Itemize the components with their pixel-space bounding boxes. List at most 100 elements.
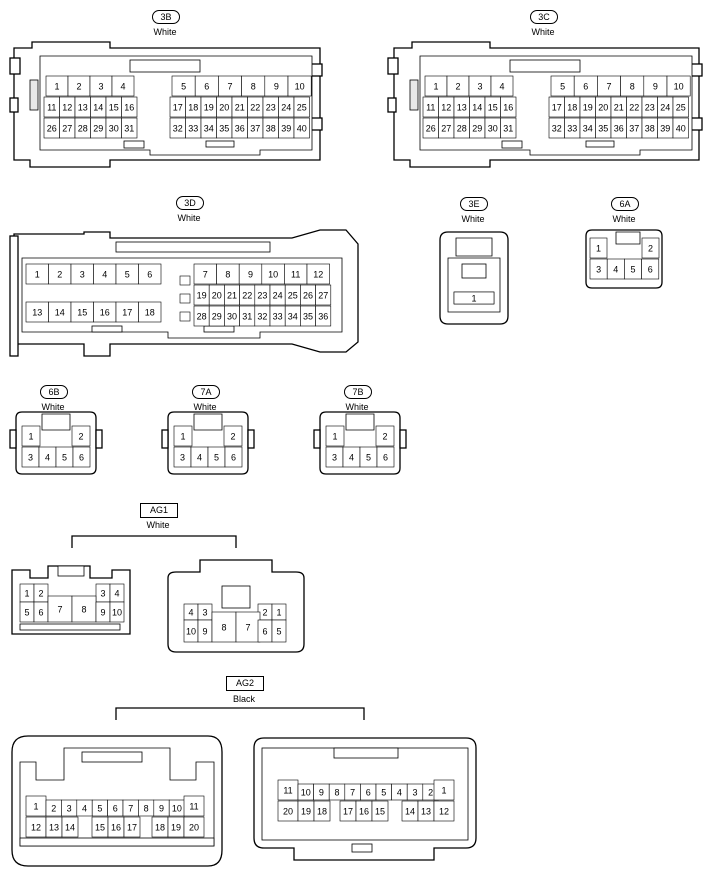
pin-cell: [235, 611, 261, 643]
pin-cell: [61, 816, 79, 838]
ag2-right-pin-4: 4: [397, 788, 402, 798]
3c-pin-29: 29: [472, 124, 482, 134]
lock-tab: [193, 413, 223, 431]
ag2-right-pin-20: 20: [283, 807, 293, 817]
3c-pin-32: 32: [552, 124, 562, 134]
ag2-left-pin-2: 2: [51, 804, 56, 814]
connector-6a-color: White: [612, 214, 636, 224]
6b-pin-6: 6: [79, 453, 84, 463]
3d-pin-14: 14: [55, 308, 65, 318]
pin-cell: [315, 305, 332, 327]
3c-pin-11: 11: [426, 103, 435, 113]
pin-cell: [375, 425, 395, 447]
3c-pin-17: 17: [552, 103, 562, 113]
3c-pin-8: 8: [630, 82, 635, 92]
ag1-bracket: [71, 535, 237, 548]
3c-pin-10: 10: [674, 82, 684, 92]
pin-cell: [672, 117, 689, 139]
3b-pin-11: 11: [47, 103, 56, 113]
pin-cell: [109, 601, 125, 623]
connector-7b-color: White: [345, 402, 369, 412]
pin-cell: [313, 800, 331, 822]
pin-cell: [123, 816, 141, 838]
ag2-left-pin-5: 5: [97, 804, 102, 814]
ag2-left-pin-9: 9: [159, 804, 164, 814]
ag1-left-pin-6: 6: [38, 608, 43, 618]
3c-pin-7: 7: [606, 82, 611, 92]
ag2-left-pin-7: 7: [128, 804, 133, 814]
pin-cell: [500, 117, 517, 139]
ag2-right-pin-1: 1: [441, 786, 446, 796]
3b-pin-25: 25: [297, 103, 307, 113]
pin-cell: [641, 237, 660, 259]
3c-pin-15: 15: [488, 103, 498, 113]
3c-pin-18: 18: [567, 103, 577, 113]
ag2-left-pin-14: 14: [65, 823, 75, 833]
connector-7a-label: 7A: [192, 385, 220, 399]
3b-pin-4: 4: [120, 82, 125, 92]
ag2-left-pin-3: 3: [67, 804, 72, 814]
ag1-left-pin-3: 3: [100, 589, 105, 599]
3d-pin-31: 31: [242, 312, 252, 322]
connector-3d-color: White: [177, 213, 201, 223]
7b-pin-5: 5: [366, 453, 371, 463]
7a-pin-1: 1: [180, 432, 185, 442]
ag2-left-pin-4: 4: [82, 804, 87, 814]
7a-pin-3: 3: [180, 453, 185, 463]
3d-pin-16: 16: [100, 308, 110, 318]
connector-3e: 1: [439, 231, 509, 325]
3c-pin-16: 16: [503, 103, 513, 113]
pin-cell: [223, 425, 243, 447]
ag2-left-pin-19: 19: [171, 823, 181, 833]
ag2-right-pin-17: 17: [343, 807, 353, 817]
ag2-right-pin-7: 7: [350, 788, 355, 798]
7a-pin-5: 5: [214, 453, 219, 463]
3b-pin-38: 38: [266, 124, 276, 134]
connector-6a-label: 6A: [611, 197, 639, 211]
connector-3c-color: White: [531, 27, 555, 37]
ag2-right-pin-11: 11: [283, 786, 292, 796]
ag2-right-pin-9: 9: [319, 788, 324, 798]
3c-pin-2: 2: [455, 82, 460, 92]
6b-pin-4: 4: [45, 453, 50, 463]
3b-pin-3: 3: [98, 82, 103, 92]
ag1-right-pin-8: 8: [221, 623, 226, 633]
ag1-right-pin-6: 6: [262, 627, 267, 637]
3d-pin-29: 29: [212, 312, 222, 322]
3b-pin-30: 30: [109, 124, 119, 134]
pin-cell: [453, 291, 495, 305]
3d-pin-36: 36: [318, 312, 328, 322]
3d-pin-21: 21: [227, 291, 237, 301]
3c-pin-36: 36: [614, 124, 624, 134]
6a-pin-2: 2: [648, 244, 653, 254]
pin-cell: [121, 96, 138, 118]
ag2-bracket: [115, 707, 365, 720]
3c-pin-31: 31: [503, 124, 513, 134]
pin-cell: [183, 795, 205, 817]
pin-cell: [371, 800, 389, 822]
connector-ag1-label: AG1: [140, 503, 178, 518]
3b-pin-1: 1: [54, 82, 59, 92]
3c-pin-5: 5: [560, 82, 565, 92]
pin-cell: [224, 446, 243, 468]
connector-7b-label: 7B: [344, 385, 372, 399]
3d-pin-18: 18: [145, 308, 155, 318]
3d-pin-10: 10: [268, 270, 278, 280]
3c-pin-12: 12: [441, 103, 451, 113]
pin-cell: [121, 117, 138, 139]
3c-pin-25: 25: [676, 103, 686, 113]
ag1-left-pin-8: 8: [81, 605, 86, 615]
3d-pin-17: 17: [122, 308, 132, 318]
ag2-left-pin-20: 20: [189, 823, 199, 833]
7b-pin-3: 3: [332, 453, 337, 463]
connector-3e-label: 3E: [460, 197, 488, 211]
7b-pin-1: 1: [332, 432, 337, 442]
ag2-left-pin-15: 15: [95, 823, 105, 833]
